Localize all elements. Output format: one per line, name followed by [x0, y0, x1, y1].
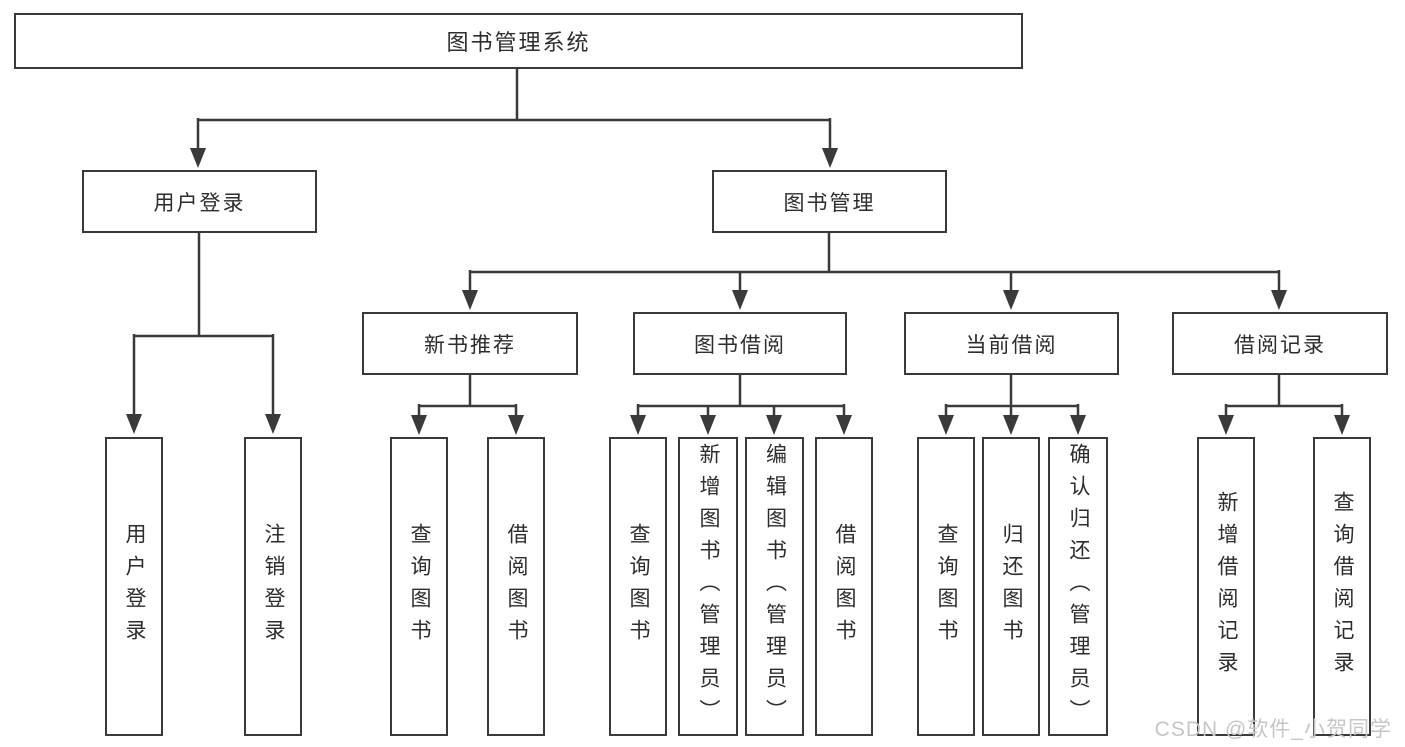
connector-borrow-records-to-leaves	[1218, 375, 1350, 435]
leaf-add-book-admin: 新增图书（管理员）	[678, 437, 738, 736]
watermark-text: CSDN @软件_小贺同学	[1154, 718, 1392, 741]
leaf-query-books-borrow: 查询图书	[609, 437, 667, 736]
node-book-borrow: 图书借阅	[633, 312, 847, 375]
node-book-management: 图书管理	[712, 170, 947, 233]
leaf-query-borrow-record: 查询借阅记录	[1313, 437, 1371, 736]
leaf-query-books-recommend: 查询图书	[390, 437, 448, 736]
node-new-book-recommend: 新书推荐	[362, 312, 578, 375]
node-current-borrow: 当前借阅	[904, 312, 1119, 375]
leaf-borrow-books-recommend: 借阅图书	[487, 437, 545, 736]
leaf-confirm-return-admin: 确认归还（管理员）	[1048, 437, 1108, 736]
leaf-query-books-current: 查询图书	[917, 437, 975, 736]
node-library-system: 图书管理系统	[14, 13, 1023, 69]
connector-root-to-level2	[190, 69, 838, 168]
leaf-user-login: 用户登录	[105, 437, 163, 736]
leaf-add-borrow-record: 新增借阅记录	[1197, 437, 1255, 736]
connector-current-borrow-to-leaves	[938, 375, 1086, 435]
node-borrow-records: 借阅记录	[1172, 312, 1388, 375]
connector-book-management-to-level3	[462, 233, 1287, 310]
connector-user-login-to-leaves	[126, 233, 281, 434]
connector-new-book-recommend-to-leaves	[411, 375, 524, 435]
leaf-return-books: 归还图书	[982, 437, 1040, 736]
connector-book-borrow-to-leaves	[630, 375, 852, 435]
leaf-borrow-books: 借阅图书	[815, 437, 873, 736]
node-user-login: 用户登录	[82, 170, 317, 233]
leaf-edit-book-admin: 编辑图书（管理员）	[745, 437, 804, 736]
leaf-logout: 注销登录	[244, 437, 302, 736]
